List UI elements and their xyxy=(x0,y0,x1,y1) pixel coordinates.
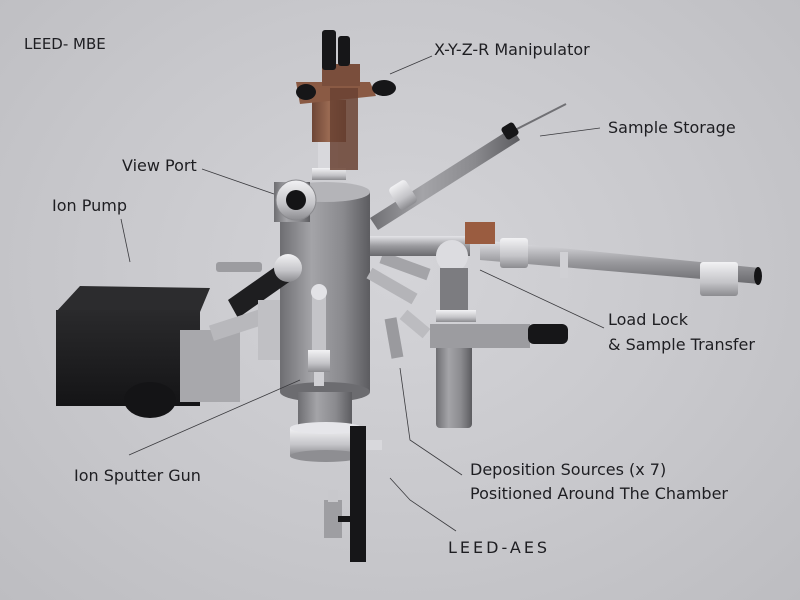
label-leed-aes: LEED-AES xyxy=(448,538,551,557)
leader-sputter xyxy=(128,379,301,456)
label-ion-pump: Ion Pump xyxy=(52,196,127,215)
leader-deposition xyxy=(399,367,463,476)
load-lock-transfer-arm xyxy=(370,222,762,428)
leader-ionpump xyxy=(120,218,131,263)
label-view-port: View Port xyxy=(122,156,197,175)
leader-xyzr xyxy=(389,55,433,75)
ion-sputter-gun xyxy=(308,284,330,386)
label-xyzr-manipulator: X-Y-Z-R Manipulator xyxy=(434,40,590,59)
label-deposition-position: Positioned Around The Chamber xyxy=(470,484,728,503)
label-sample-transfer: & Sample Transfer xyxy=(608,335,755,354)
leader-storage xyxy=(539,127,601,137)
label-ion-sputter-gun: Ion Sputter Gun xyxy=(74,466,201,485)
leader-loadlock xyxy=(479,269,605,329)
label-deposition-sources: Deposition Sources (x 7) xyxy=(470,460,667,479)
deposition-sources xyxy=(366,251,431,359)
leader-lines xyxy=(120,55,605,532)
leed-aes-unit xyxy=(324,426,382,562)
ion-pump xyxy=(56,286,240,418)
label-load-lock: Load Lock xyxy=(608,310,688,329)
view-port xyxy=(274,179,317,222)
left-ports xyxy=(208,254,302,360)
diagram-title: LEED- MBE xyxy=(24,35,106,53)
leader-viewport xyxy=(201,168,275,195)
label-sample-storage: Sample Storage xyxy=(608,118,736,137)
xyzr-manipulator xyxy=(296,30,396,180)
sample-storage-rod xyxy=(370,103,567,230)
leader-leedaes xyxy=(389,477,457,532)
